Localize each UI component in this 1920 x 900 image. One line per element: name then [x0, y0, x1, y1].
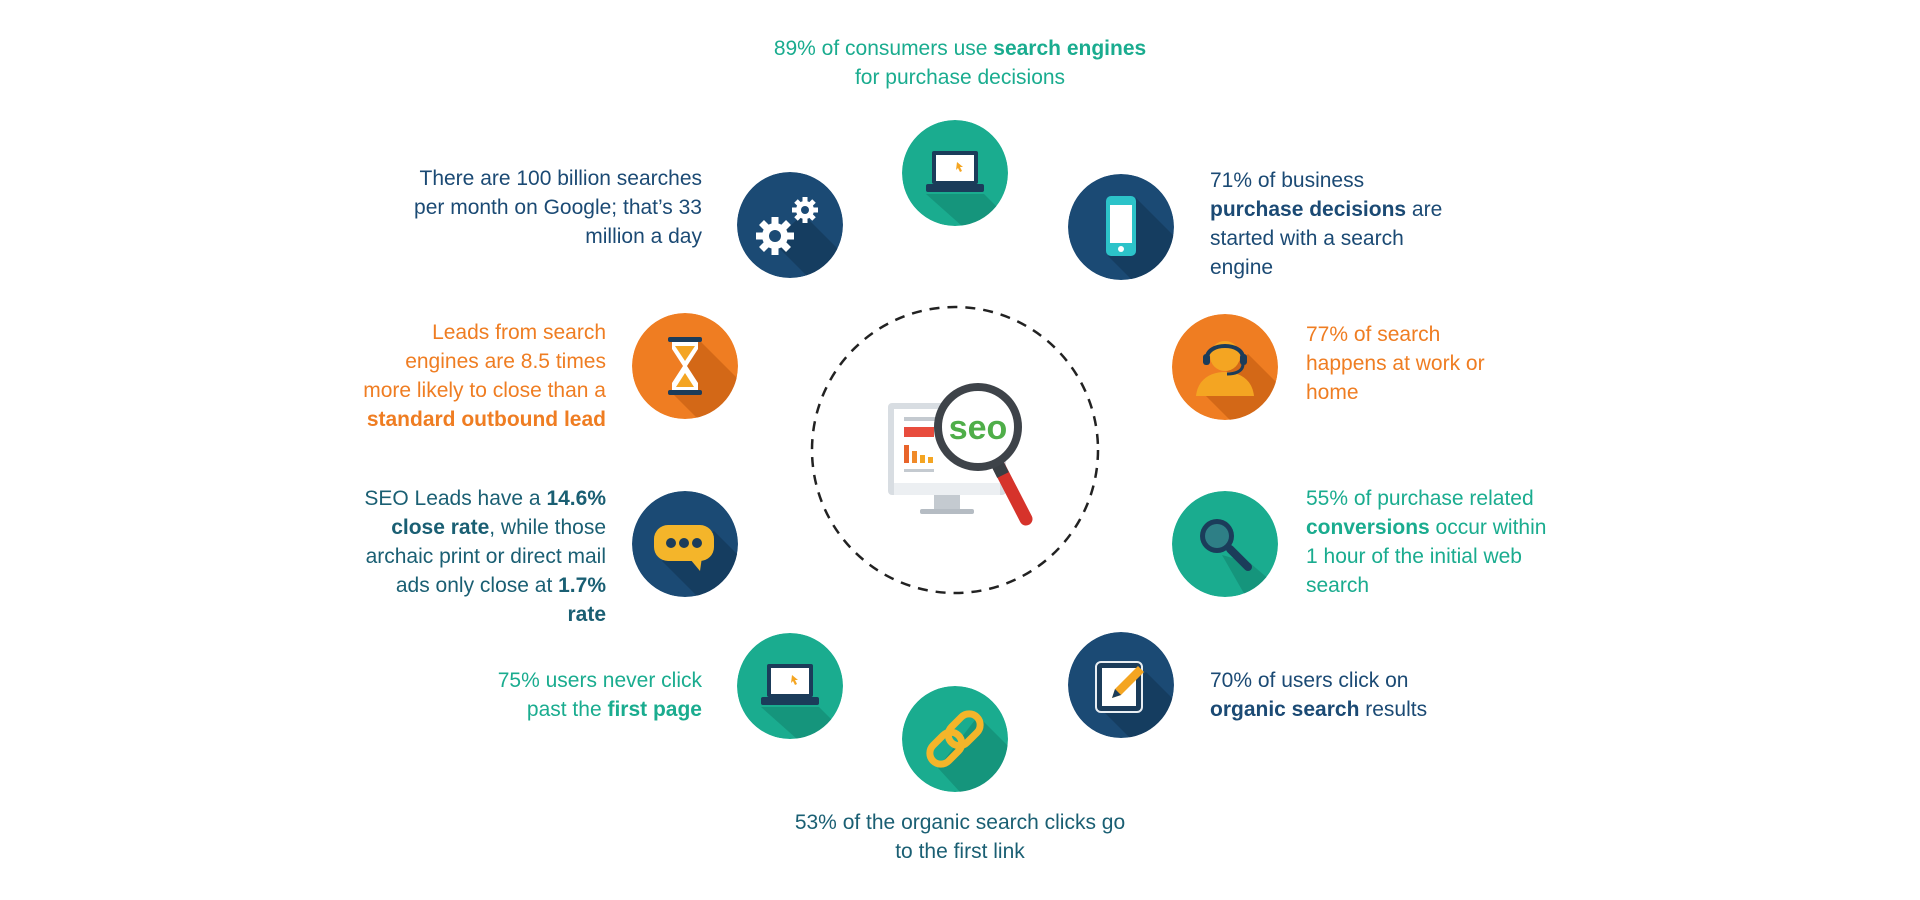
hourglass-icon [632, 313, 738, 419]
stat-work-home: 77% of search happens at work or home [1306, 323, 1485, 404]
magnifier-seo-icon: seo [934, 383, 1033, 526]
stat-first-link: 53% of the organic search clicks go to t… [794, 811, 1126, 863]
center-seo-illustration: seo [810, 305, 1100, 595]
gears-icon [737, 172, 843, 278]
seo-text: seo [949, 409, 1008, 447]
laptop-icon [737, 633, 843, 739]
dashed-ring [810, 305, 1100, 595]
laptop-icon [902, 120, 1008, 226]
stat-leads: Leads from search engines are 8.5 times … [363, 321, 606, 431]
tablet-pencil-icon [1068, 632, 1174, 738]
stat-organic-search: 70% of users click on organic search res… [1210, 669, 1428, 721]
stat-conversions: 55% of purchase related conversions occu… [1306, 487, 1547, 597]
stat-first-page: 75% users never click past the first pag… [497, 669, 702, 721]
stat-search-engines: 89% of consumers use search engines for … [773, 37, 1147, 89]
magnifier-icon [1172, 491, 1278, 597]
headset-user-icon [1172, 314, 1278, 420]
chain-link-icon [902, 686, 1008, 792]
stat-searches: There are 100 billion searches per month… [414, 167, 702, 248]
chat-bubble-icon [632, 491, 738, 597]
stat-business-decisions: 71% of business purchase decisions are s… [1210, 169, 1443, 279]
smartphone-icon [1068, 174, 1174, 280]
stat-close-rate: SEO Leads have a 14.6% close rate, while… [364, 487, 606, 626]
